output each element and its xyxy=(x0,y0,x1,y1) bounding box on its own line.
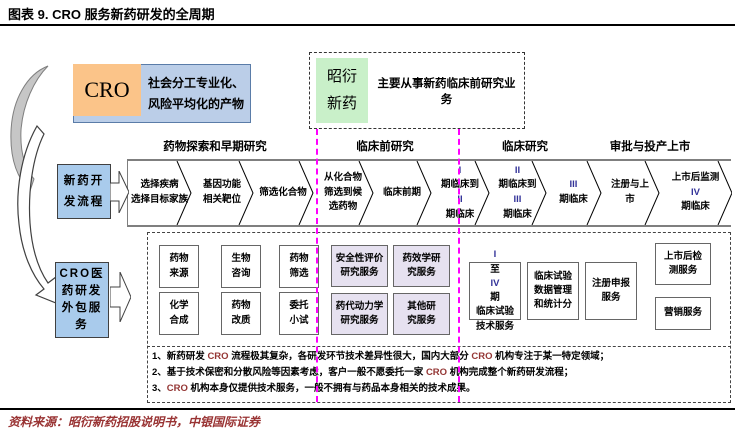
flow-stage: III 期临床 xyxy=(559,179,588,205)
services-dashed-box xyxy=(147,232,731,403)
development-flow-band: 选择疾病选择目标家族基因功能相关靶位 筛选化合物 从化合物筛选到候选药物 临床前期 I … xyxy=(127,159,732,227)
note-line: 1、新药研发 CRO 流程极其复杂，各研发环节技术差异性很大，国内大部分 CRO… xyxy=(152,351,610,362)
phase-label: 药物探索和早期研究 xyxy=(163,141,267,153)
phase-label: 临床研究 xyxy=(502,141,548,153)
note-line: 3、CRO 机构本身仅提供技术服务，一般不拥有与药品本身相关的技术成果。 xyxy=(152,383,476,394)
preclinical-service-box: 药效学研究服务 xyxy=(393,245,450,287)
cro-outsourcing-label: CRO医药研发外包服务 xyxy=(59,267,105,332)
drug-discovery-service-box: 药物筛选 xyxy=(279,245,319,288)
cro-definition-box: CRO 社会分工专业化、风险平均化的产物 xyxy=(73,64,251,123)
development-process-label-box: 新药开发流程 xyxy=(57,164,111,219)
drug-discovery-service-box: 药物来源 xyxy=(159,245,199,288)
zhaoyan-name-label: 昭衍新药 xyxy=(316,58,368,123)
right-arrow-icon xyxy=(110,272,131,322)
cro-definition-text: 社会分工专业化、风险平均化的产物 xyxy=(147,76,244,111)
cro-abbr-label: CRO xyxy=(73,64,141,116)
preclinical-service-box: 药代动力学研究服务 xyxy=(331,293,388,335)
figure-title: 图表 9. CRO 服务新药研发的全周期 xyxy=(8,7,215,22)
source-note: 资料来源：昭衍新药招股说明书，中银国际证券 xyxy=(8,415,261,429)
zhaoyan-box: 昭衍新药 主要从事新药临床前研究业务 xyxy=(309,52,525,129)
title-divider xyxy=(0,24,735,26)
drug-discovery-service-box: 委托小试 xyxy=(279,292,319,335)
chevron-separators xyxy=(176,161,732,225)
post-market-service-box: 营销服务 xyxy=(655,297,711,330)
note-line: 2、基于技术保密和分散风险等因素考虑，客户一般不愿委托一家 CRO 机构完成整个… xyxy=(152,367,574,378)
post-market-service-box: 上市后检测服务 xyxy=(655,243,711,285)
preclinical-service-box: 其他研究服务 xyxy=(393,293,450,335)
preclinical-service-box: 安全性评价研究服务 xyxy=(331,245,388,287)
right-arrow-icon xyxy=(110,171,129,213)
clinical-service-box: 临床试验数据管理和统计分 xyxy=(527,262,579,320)
phase-label: 审批与投产上市 xyxy=(609,141,691,153)
phase-divider-line xyxy=(458,129,460,402)
development-process-label: 新药开发流程 xyxy=(63,175,105,208)
flow-stage: 从化合物筛选到候选药物 xyxy=(323,171,362,213)
flow-stage: 基因功能相关靶位 xyxy=(202,179,241,205)
flow-stage: 筛选化合物 xyxy=(259,186,307,198)
zhaoyan-business-text: 主要从事新药临床前研究业务 xyxy=(377,77,516,106)
cro-outsourcing-label-box: CRO医药研发外包服务 xyxy=(55,262,109,338)
drug-discovery-service-box: 化学合成 xyxy=(159,292,199,335)
flow-stage: 选择疾病选择目标家族 xyxy=(130,179,188,205)
flow-stage: 临床前期 xyxy=(382,186,421,198)
flow-stage: 注册与上市 xyxy=(610,179,649,205)
footer-divider xyxy=(0,408,735,410)
drug-discovery-service-box: 生物咨询 xyxy=(221,245,261,288)
notes-separator xyxy=(147,346,731,347)
phase-label: 临床前研究 xyxy=(356,141,414,153)
clinical-service-box: 注册申报服务 xyxy=(585,262,637,320)
drug-discovery-service-box: 药物改质 xyxy=(221,292,261,335)
notes-block: 1、新药研发 CRO 流程极其复杂，各研发环节技术差异性很大，国内大部分 CRO… xyxy=(152,349,724,397)
phase-divider-line xyxy=(316,129,318,402)
